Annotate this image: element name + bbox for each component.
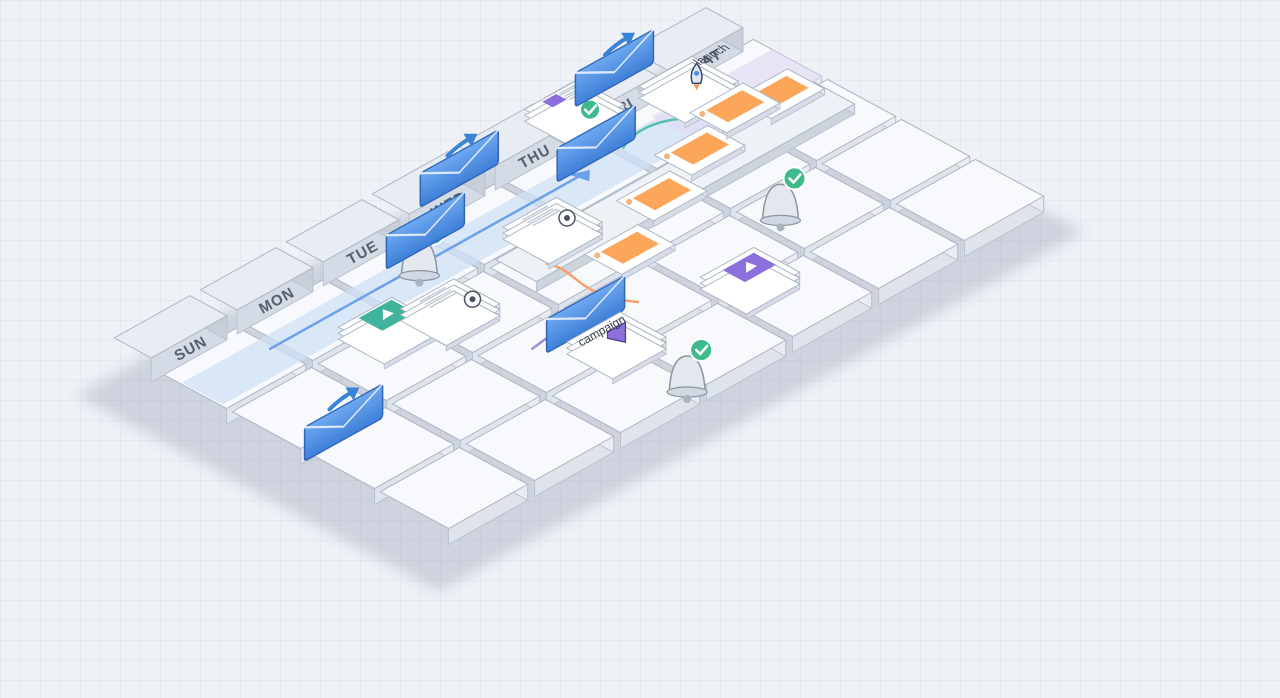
check-icon xyxy=(579,98,601,121)
play-icon xyxy=(382,309,394,321)
text-line xyxy=(521,205,549,221)
email-item-sat xyxy=(574,28,655,107)
target-card-thu xyxy=(501,196,604,270)
send-arrow-icon xyxy=(327,387,360,412)
notification-bell-sat xyxy=(759,166,807,232)
social-post-4 xyxy=(688,82,782,140)
text-line xyxy=(429,292,457,309)
social-post-3 xyxy=(653,124,746,183)
social-post-image xyxy=(600,231,660,264)
check-icon xyxy=(689,338,714,362)
notification-bell-wed xyxy=(666,338,714,403)
social-post-image xyxy=(705,90,765,123)
day-header-tue: TUE xyxy=(285,198,400,287)
text-line xyxy=(532,210,559,227)
target-card-mon xyxy=(399,278,501,352)
check-icon xyxy=(782,166,807,191)
social-post-2 xyxy=(615,170,708,228)
social-post-image xyxy=(632,178,692,211)
email-item-wed-row3 xyxy=(545,275,626,353)
calendar-cell xyxy=(809,206,959,306)
megaphone-icon xyxy=(606,321,627,343)
play-icon xyxy=(746,261,758,273)
send-arrow-icon xyxy=(603,32,636,57)
text-line xyxy=(527,207,554,224)
campaign-card xyxy=(565,311,668,385)
text-line xyxy=(424,289,452,306)
video-thumbnail-purple xyxy=(542,94,567,108)
social-post-image xyxy=(670,132,730,165)
calendar-cell xyxy=(465,398,615,498)
email-item-thu xyxy=(419,129,500,207)
email-flow-arrowhead xyxy=(568,170,590,182)
video-card-fri-row3 xyxy=(699,246,801,320)
text-line xyxy=(419,286,446,303)
calendar-cell xyxy=(723,254,873,354)
schedule-track xyxy=(182,85,757,405)
target-card-thu-layer xyxy=(501,208,604,270)
email-item-wed xyxy=(385,191,466,269)
day-header-mon: MON xyxy=(199,246,314,335)
campaign-card-layer xyxy=(565,323,668,385)
send-arrow-icon xyxy=(445,133,478,158)
email-item-fri xyxy=(556,104,636,182)
social-post-1 xyxy=(583,223,676,282)
calendar-cell xyxy=(895,158,1045,258)
calendar-cell xyxy=(379,446,529,546)
email-item-sun xyxy=(303,383,384,461)
